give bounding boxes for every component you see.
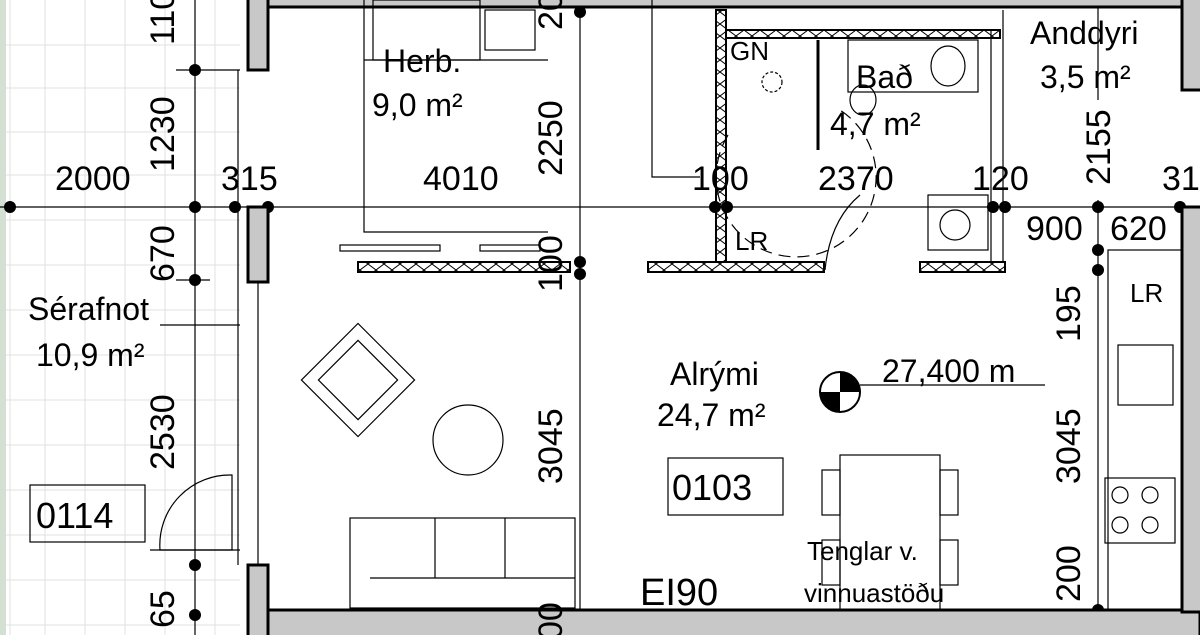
dimension-3045-right: 3045 (1050, 408, 1088, 484)
room-area-herb: 9,0 m² (372, 87, 463, 123)
bathroom-fixtures (651, 0, 989, 271)
outlets-label-line2: vinnuastöðu (804, 578, 944, 608)
dimension-2530: 2530 (144, 394, 182, 470)
room-tag-box-0103 (667, 457, 784, 516)
room-name-herb: Herb. (383, 43, 461, 79)
room-area-alrymi: 24,7 m² (657, 397, 766, 433)
dimension-65: 65 (144, 590, 182, 628)
room-name-anddyri: Anddyri (1030, 15, 1139, 51)
dimension-900: 900 (1026, 210, 1083, 248)
terrace-grid (0, 0, 240, 635)
dimension-315: 315 (221, 160, 278, 198)
dimension-670: 670 (144, 225, 182, 282)
room-name-serafnot: Sérafnot (28, 291, 149, 327)
room-area-bad: 4,7 m² (830, 106, 921, 142)
dimension-1230: 1230 (144, 96, 182, 172)
interior-walls (357, 9, 1183, 611)
elevation-label: 27,400 m (882, 353, 1015, 389)
dimension-4010: 4010 (423, 160, 499, 198)
dimension-31: 31 (1162, 160, 1200, 198)
room-area-anddyri: 3,5 m² (1040, 59, 1131, 95)
dimension-3045-left: 3045 (532, 408, 570, 484)
label-lr-bath: LR (735, 226, 768, 256)
dimension-100-vertical: 100 (532, 235, 570, 292)
dimension-620: 620 (1110, 210, 1167, 248)
room-name-alrymi: Alrými (670, 356, 759, 392)
dimension-2155: 2155 (1080, 109, 1118, 185)
label-gn: GN (730, 36, 769, 66)
room-name-bad: Bað (856, 59, 913, 95)
dimension-100: 100 (692, 160, 749, 198)
room-tag-box-0114 (29, 484, 146, 543)
dimension-195: 195 (1050, 285, 1088, 342)
room-area-serafnot: 10,9 m² (36, 337, 145, 373)
dimension-120: 120 (972, 160, 1029, 198)
dimension-20: 20 (532, 0, 570, 30)
fire-rating-label: EI90 (640, 572, 718, 614)
dimension-200: 200 (1050, 545, 1088, 602)
dimension-2250: 2250 (532, 100, 570, 176)
elevation-marker-icon (819, 371, 1045, 413)
bedroom-furniture (339, 0, 548, 252)
dimension-2000: 2000 (55, 160, 131, 198)
label-lr-entry: LR (1130, 278, 1163, 308)
room-number-0103: 0103 (672, 467, 752, 508)
dimension-2370: 2370 (818, 160, 894, 198)
room-number-0114: 0114 (36, 495, 113, 536)
outlets-label-line1: Tenglar v. (807, 536, 918, 566)
terrace-edge (0, 0, 6, 635)
exterior-walls (237, 0, 1200, 635)
living-furniture (150, 322, 959, 611)
dimension-00: 00 (532, 602, 570, 635)
dimension-110: 110 (144, 0, 182, 45)
